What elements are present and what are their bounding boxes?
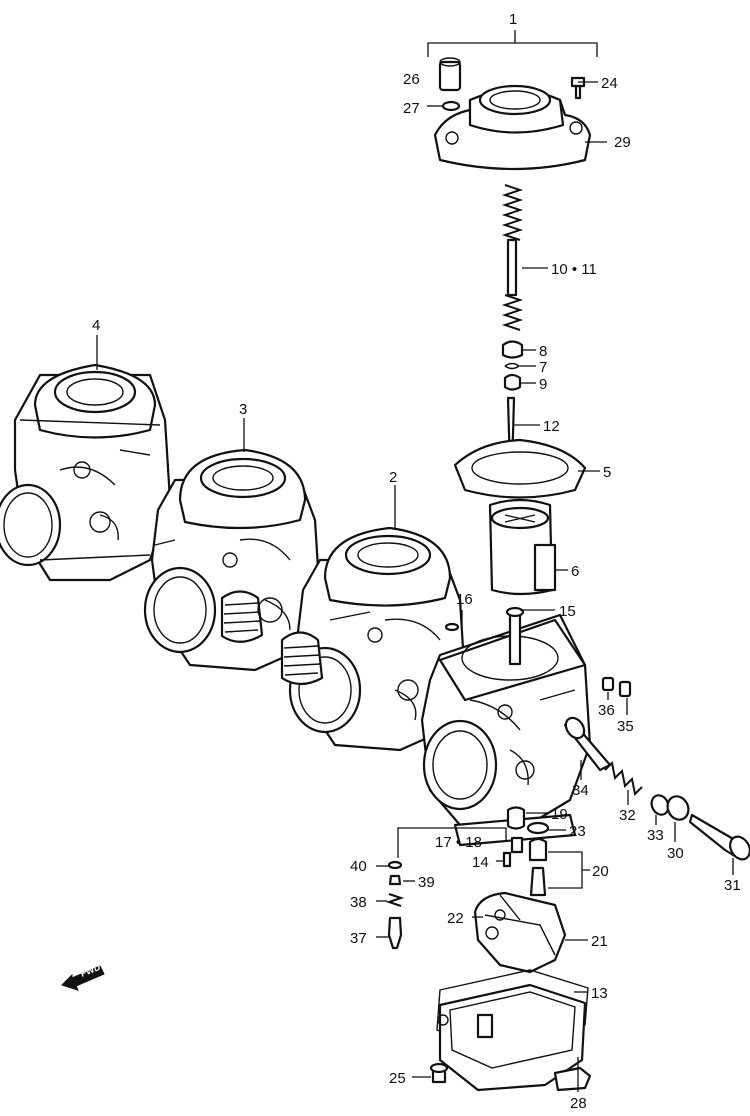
callout-4: 4 bbox=[92, 317, 100, 334]
callout-17-18: 17 • 18 bbox=[435, 834, 482, 851]
carburetor-4 bbox=[0, 363, 172, 582]
carburetor-body-front bbox=[420, 613, 592, 847]
pilot-screw-assembly bbox=[385, 860, 405, 950]
diaphragm-piston bbox=[453, 438, 587, 596]
callout-33: 33 bbox=[647, 827, 664, 844]
callout-16: 16 bbox=[456, 591, 473, 608]
callout-2: 2 bbox=[389, 469, 397, 486]
callout-5: 5 bbox=[603, 464, 611, 481]
callout-30: 30 bbox=[667, 845, 684, 862]
fwd-direction-arrow: FWD bbox=[61, 962, 105, 991]
carburetor-2 bbox=[280, 526, 467, 752]
callout-20: 20 bbox=[592, 863, 609, 880]
callout-10-11: 10 • 11 bbox=[551, 261, 597, 278]
callout-labels: 1 26 24 27 29 10 • 11 8 7 9 4 3 12 5 2 6… bbox=[92, 11, 741, 1112]
callout-3: 3 bbox=[239, 401, 247, 418]
callout-35: 35 bbox=[617, 718, 634, 735]
callout-22: 22 bbox=[447, 910, 464, 927]
top-cap-assembly bbox=[433, 57, 592, 171]
callout-38: 38 bbox=[350, 894, 367, 911]
bowl-jets bbox=[502, 806, 550, 897]
callout-7: 7 bbox=[539, 359, 547, 376]
callout-6: 6 bbox=[571, 563, 579, 580]
callout-12: 12 bbox=[543, 418, 560, 435]
callout-27: 27 bbox=[403, 100, 420, 117]
callout-14: 14 bbox=[472, 854, 489, 871]
carburetor-3 bbox=[143, 448, 322, 672]
callout-8: 8 bbox=[539, 343, 547, 360]
spring-needle-assembly bbox=[501, 184, 524, 472]
callout-21: 21 bbox=[591, 933, 608, 950]
callout-29: 29 bbox=[614, 134, 631, 151]
callout-26: 26 bbox=[403, 71, 420, 88]
callout-31: 31 bbox=[724, 877, 741, 894]
callout-40: 40 bbox=[350, 858, 367, 875]
callout-19: 19 bbox=[551, 806, 568, 823]
callout-36: 36 bbox=[598, 702, 615, 719]
callout-39: 39 bbox=[418, 874, 435, 891]
callout-24: 24 bbox=[601, 75, 618, 92]
callout-23: 23 bbox=[569, 823, 586, 840]
callout-13: 13 bbox=[591, 985, 608, 1002]
idle-screw-assembly bbox=[563, 676, 750, 861]
float-21 bbox=[473, 891, 567, 974]
leader-lines bbox=[96, 30, 734, 1092]
callout-1: 1 bbox=[509, 11, 517, 28]
callout-9: 9 bbox=[539, 376, 547, 393]
float-bowl bbox=[429, 969, 592, 1092]
callout-15: 15 bbox=[559, 603, 576, 620]
callout-32: 32 bbox=[619, 807, 636, 824]
callout-37: 37 bbox=[350, 930, 367, 947]
callout-28: 28 bbox=[570, 1095, 587, 1112]
callout-25: 25 bbox=[389, 1070, 406, 1087]
jet-15 bbox=[444, 606, 525, 666]
callout-34: 34 bbox=[572, 782, 589, 799]
